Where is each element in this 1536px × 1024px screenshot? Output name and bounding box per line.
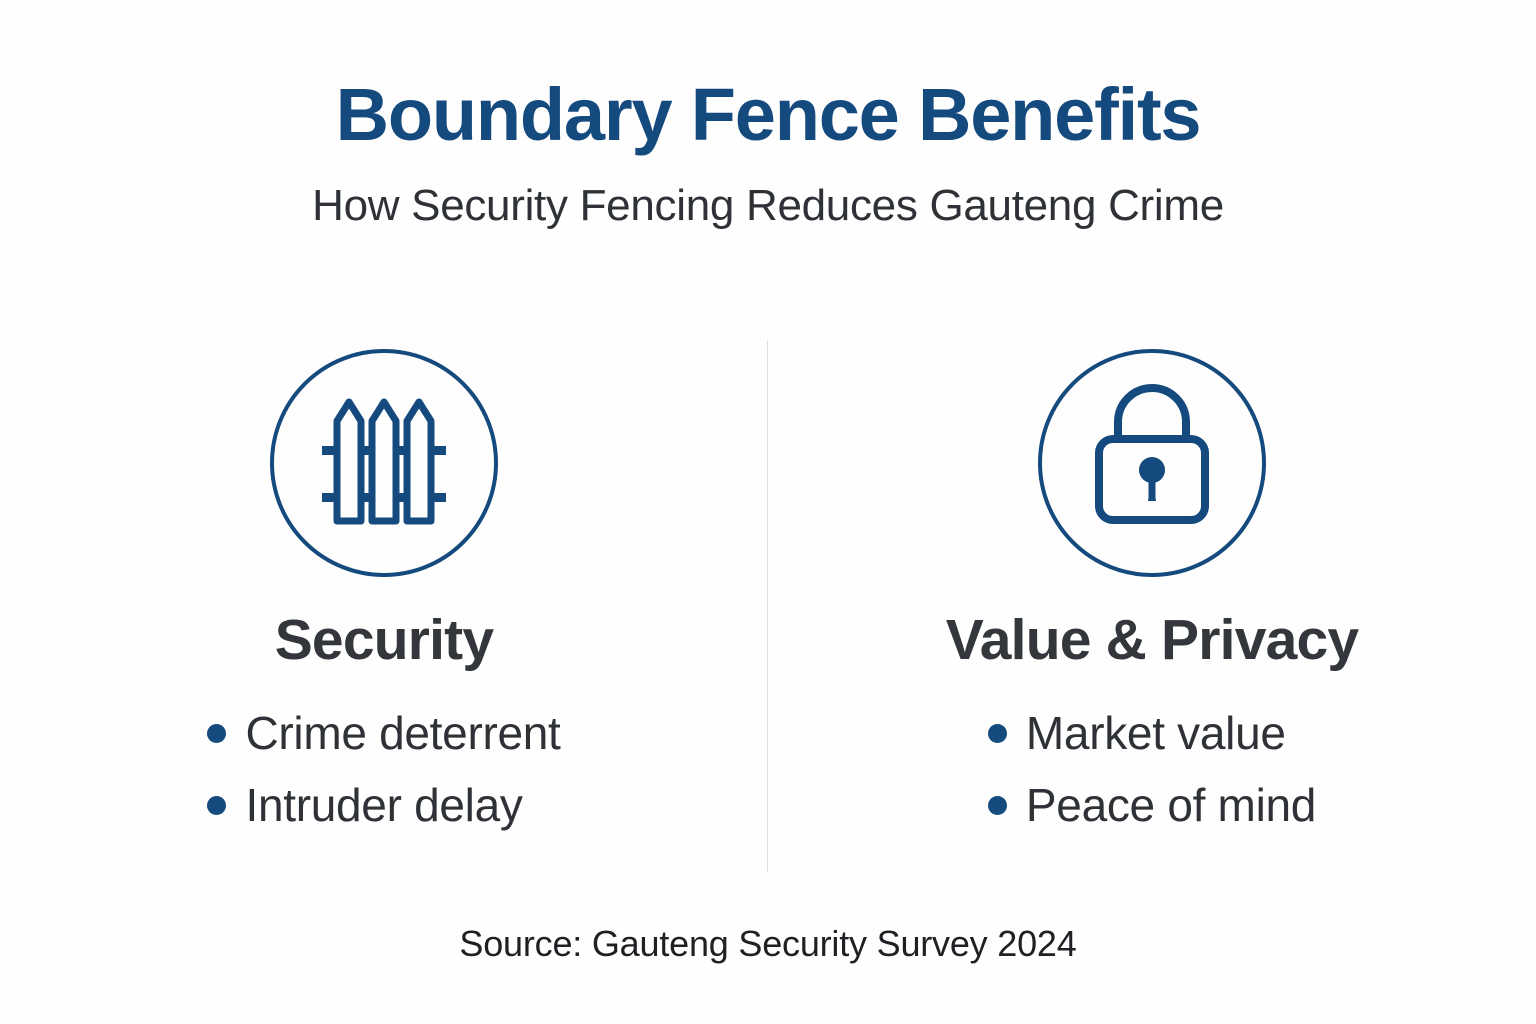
- column-divider: [767, 341, 768, 872]
- benefit-columns: Security Crime deterrent Intruder delay: [0, 341, 1536, 872]
- header: Boundary Fence Benefits How Security Fen…: [0, 0, 1536, 228]
- benefit-column-security: Security Crime deterrent Intruder delay: [0, 341, 768, 872]
- bullet-dot-icon: [987, 795, 1007, 815]
- list-item-label: Intruder delay: [245, 779, 523, 832]
- benefit-column-value-privacy: Value & Privacy Market value Peace of mi…: [768, 341, 1536, 872]
- list-item: Market value: [987, 707, 1316, 759]
- column-title-security: Security: [274, 608, 494, 672]
- bullet-dot-icon: [987, 723, 1007, 743]
- list-item: Peace of mind: [987, 779, 1317, 832]
- list-item-label: Crime deterrent: [245, 707, 561, 759]
- fence-icon: [267, 346, 501, 580]
- list-item-label: Market value: [1025, 707, 1286, 759]
- page-title: Boundary Fence Benefits: [335, 73, 1202, 156]
- list-item: Crime deterrent: [207, 707, 561, 759]
- page-subtitle: How Security Fencing Reduces Gauteng Cri…: [312, 181, 1224, 230]
- column-title-value-privacy: Value & Privacy: [945, 608, 1359, 672]
- benefit-list-security: Crime deterrent Intruder delay: [207, 669, 561, 832]
- list-item: Intruder delay: [207, 779, 560, 832]
- lock-icon: [1035, 346, 1269, 580]
- bullet-dot-icon: [207, 723, 227, 743]
- benefit-list-value-privacy: Market value Peace of mind: [987, 669, 1317, 832]
- source-attribution: Source: Gauteng Security Survey 2024: [459, 923, 1077, 964]
- list-item-label: Peace of mind: [1025, 779, 1317, 832]
- bullet-dot-icon: [207, 795, 227, 815]
